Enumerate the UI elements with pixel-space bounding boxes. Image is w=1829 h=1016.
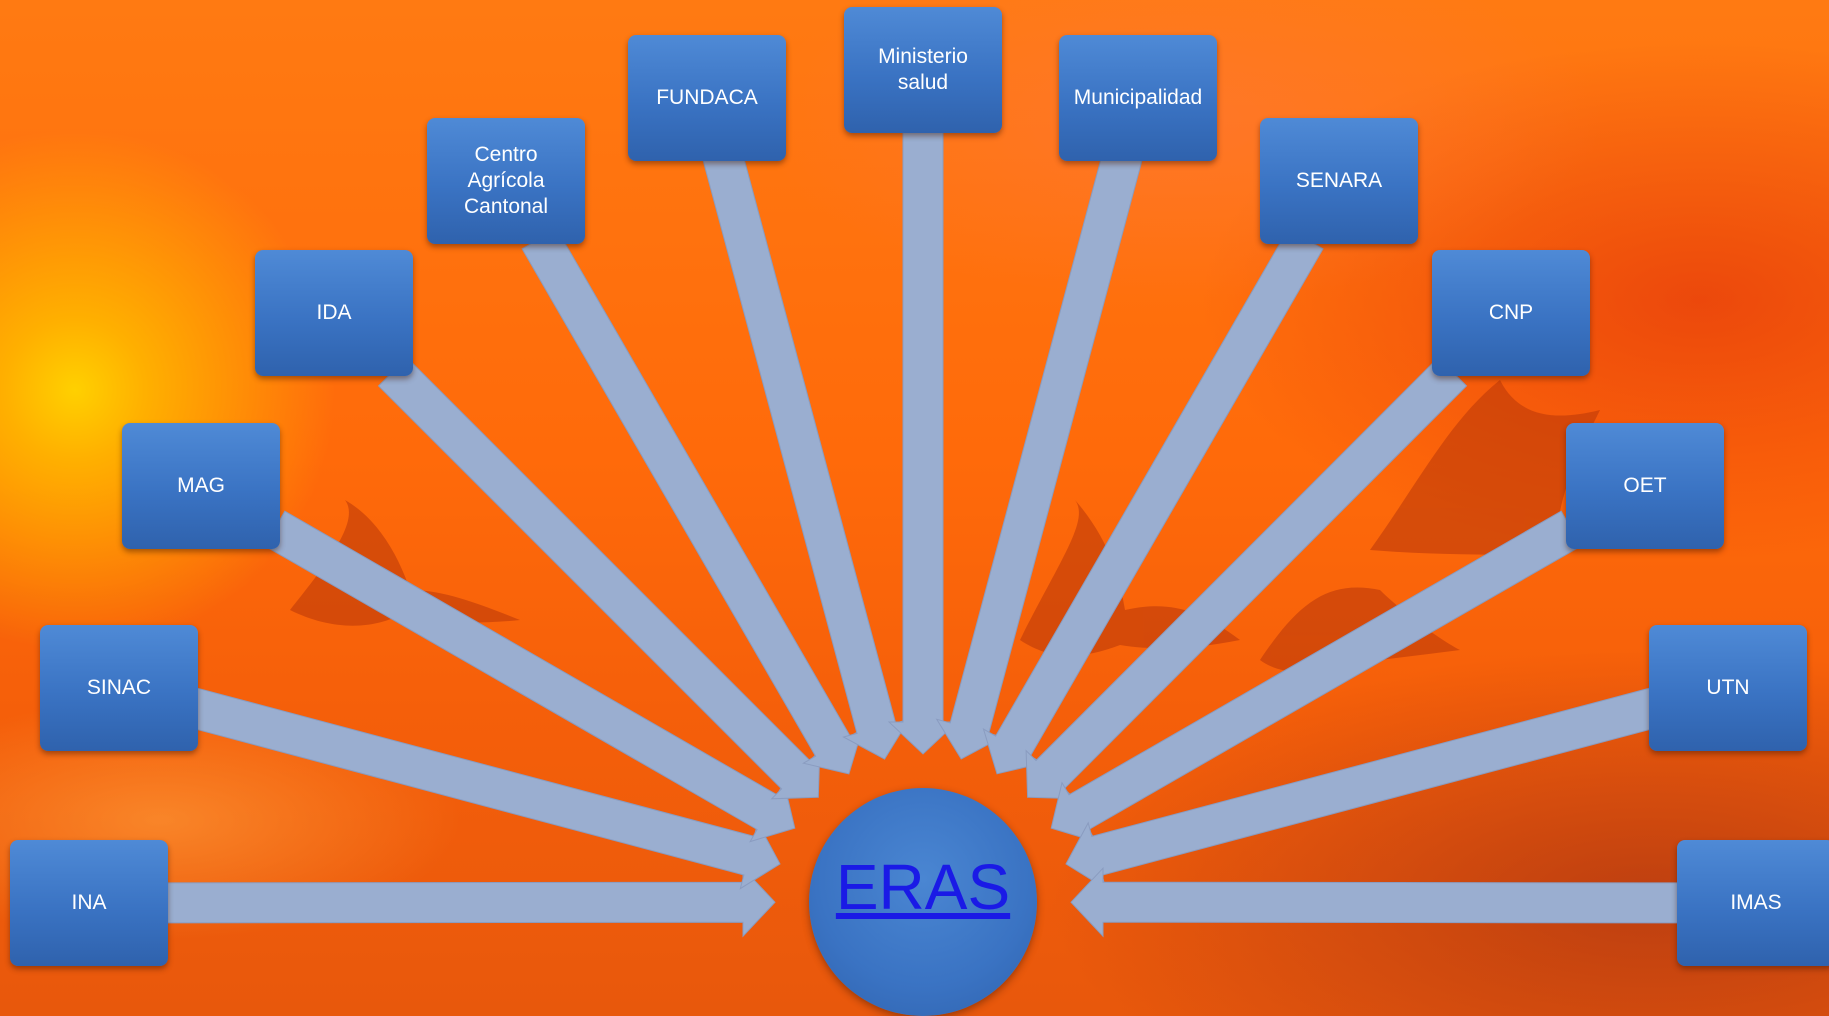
node-label: UTN [1706, 676, 1750, 699]
arrow-ida-to-eras [377, 356, 821, 800]
arrow-utn-to-eras [1065, 687, 1661, 890]
arrow-imas-to-eras [1070, 866, 1684, 938]
node-label: FUNDACA [656, 86, 758, 109]
node-label: Centro Agrícola Cantonal [463, 143, 549, 218]
node-imas: IMAS [1677, 840, 1829, 966]
node-label: IMAS [1730, 891, 1782, 914]
node-mag: MAG [122, 423, 280, 549]
node-utn: UTN [1649, 625, 1807, 751]
arrow-cnp-to-eras [1025, 356, 1468, 800]
arrow-mag-to-eras [264, 510, 796, 843]
arrow-ina-to-eras [161, 866, 776, 938]
node-ina: INA [10, 840, 168, 966]
node-municipalidad: Municipalidad [1059, 35, 1217, 161]
node-centro: Centro Agrícola Cantonal [427, 118, 585, 244]
node-fundaca: FUNDACA [628, 35, 786, 161]
eras-link[interactable]: ERAS [835, 851, 1011, 923]
node-oet: OET [1566, 423, 1724, 549]
node-senara: SENARA [1260, 118, 1418, 244]
node-ida: IDA [255, 250, 413, 376]
arrow-sinac-to-eras [186, 687, 781, 890]
arrow-ministerio-to-eras [887, 126, 959, 755]
node-label: Municipalidad [1073, 86, 1203, 109]
node-cnp: CNP [1432, 250, 1590, 376]
node-sinac: SINAC [40, 625, 198, 751]
node-label: MAG [177, 474, 225, 497]
node-label: INA [71, 891, 107, 914]
node-label: SINAC [86, 676, 152, 699]
node-label: CNP [1488, 301, 1534, 324]
node-label: OET [1623, 474, 1667, 497]
arrow-fundaca-to-eras [702, 149, 911, 760]
node-label: IDA [316, 301, 352, 324]
node-ministerio: Ministerio salud [844, 7, 1002, 133]
arrow-senara-to-eras [982, 228, 1324, 775]
arrow-oet-to-eras [1050, 510, 1582, 843]
arrow-centro-to-eras [521, 228, 864, 775]
arrow-municipalidad-to-eras [935, 149, 1143, 760]
node-label: Ministerio salud [878, 45, 968, 94]
eras-hub: ERAS [809, 788, 1037, 1016]
node-label: SENARA [1295, 169, 1383, 192]
